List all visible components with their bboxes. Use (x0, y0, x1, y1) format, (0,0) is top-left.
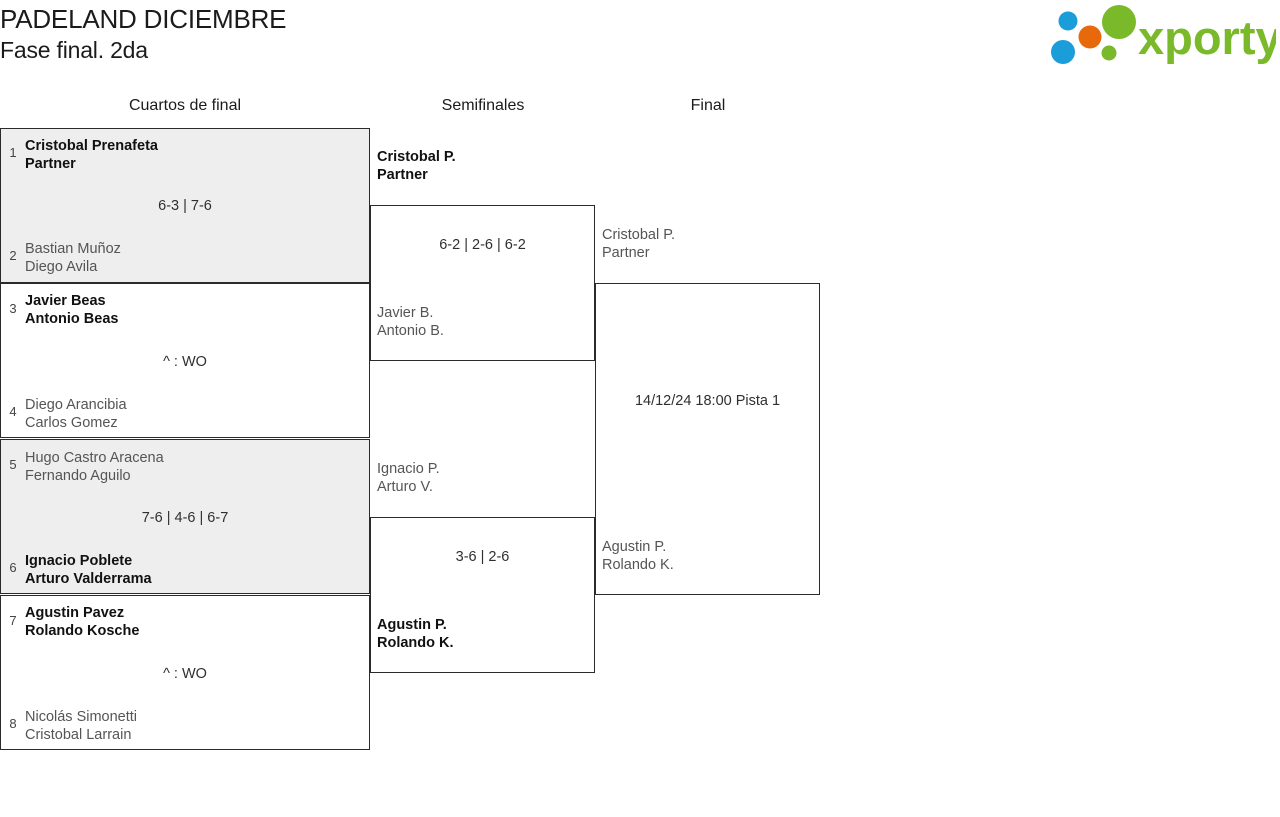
team-sf2-bottom[interactable]: Agustin P. Rolando K. (377, 616, 454, 652)
seed-number: 1 (9, 145, 17, 160)
team-sf2-top[interactable]: Ignacio P. Arturo V. (377, 460, 440, 496)
round-header-quarterfinals: Cuartos de final (128, 97, 242, 114)
player-name: Antonio Beas (25, 311, 119, 327)
match-box-final[interactable] (595, 283, 820, 595)
player-name: Rolando K. (377, 635, 454, 651)
team-qf1-top[interactable]: Cristobal Prenafeta Partner (25, 137, 158, 173)
result-qf3: 7-6 | 4-6 | 6-7 (141, 510, 229, 526)
player-name: Rolando K. (602, 557, 674, 573)
team-sf1-bottom[interactable]: Javier B. Antonio B. (377, 304, 444, 340)
result-qf4: ^ : WO (163, 666, 207, 682)
player-name: Agustin Pavez (25, 605, 125, 621)
player-name: Antonio B. (377, 323, 444, 339)
player-name: Partner (602, 245, 650, 261)
match-box-qf3[interactable] (0, 439, 370, 594)
player-name: Cristobal Prenafeta (25, 138, 158, 154)
result-sf1: 6-2 | 2-6 | 6-2 (439, 237, 526, 253)
match-box-qf2[interactable] (0, 283, 370, 438)
tournament-name: PADELAND DICIEMBRE (0, 4, 287, 34)
player-name: Arturo Valderrama (25, 571, 152, 587)
team-qf2-bottom[interactable]: Diego Arancibia Carlos Gomez (25, 396, 127, 432)
round-header-final: Final (690, 97, 726, 114)
team-qf3-top[interactable]: Hugo Castro Aracena Fernando Aguilo (25, 449, 164, 485)
player-name: Nicolás Simonetti (25, 709, 138, 725)
player-name: Carlos Gomez (25, 415, 118, 431)
match-box-sf1[interactable] (370, 205, 595, 361)
seed-number: 7 (9, 613, 17, 628)
seed-number: 5 (9, 457, 17, 472)
player-name: Ignacio Poblete (25, 553, 133, 569)
player-name: Agustin P. (377, 617, 447, 633)
player-name: Hugo Castro Aracena (25, 450, 164, 466)
match-box-qf4[interactable] (0, 595, 370, 750)
team-qf2-top[interactable]: Javier Beas Antonio Beas (25, 292, 118, 328)
player-name: Javier Beas (25, 293, 106, 309)
seed-number: 6 (9, 560, 17, 575)
player-name: Cristobal Larrain (25, 727, 132, 743)
team-qf4-bottom[interactable]: Nicolás Simonetti Cristobal Larrain (25, 708, 137, 744)
match-box-sf2[interactable] (370, 517, 595, 673)
player-name: Arturo V. (377, 479, 433, 495)
team-qf3-bottom[interactable]: Ignacio Poblete Arturo Valderrama (25, 552, 152, 588)
seed-number: 4 (9, 404, 17, 419)
logo-wordmark: xporty (1138, 11, 1276, 64)
seed-number: 8 (9, 716, 17, 731)
logo-dots-icon (1051, 5, 1136, 64)
player-name: Fernando Aguilo (25, 468, 131, 484)
player-name: Bastian Muñoz (25, 241, 121, 257)
xporty-logo[interactable]: xporty (1046, 4, 1276, 70)
player-name: Partner (25, 156, 76, 172)
team-sf1-top[interactable]: Cristobal P. Partner (377, 148, 456, 184)
player-name: Diego Arancibia (25, 397, 127, 413)
result-qf2: ^ : WO (163, 354, 207, 370)
player-name: Agustin P. (602, 539, 667, 555)
match-box-qf1[interactable] (0, 128, 370, 283)
round-header-semifinals: Semifinales (441, 97, 525, 114)
page-title: PADELAND DICIEMBRE Fase final. 2da (0, 0, 900, 65)
player-name: Diego Avila (25, 259, 98, 275)
team-qf4-top[interactable]: Agustin Pavez Rolando Kosche (25, 604, 139, 640)
team-final-bottom[interactable]: Agustin P. Rolando K. (602, 538, 674, 574)
phase-name: Fase final. 2da (0, 37, 148, 63)
team-final-top[interactable]: Cristobal P. Partner (602, 226, 675, 262)
player-name: Cristobal P. (602, 227, 676, 243)
player-name: Javier B. (377, 305, 434, 321)
player-name: Rolando Kosche (25, 623, 140, 639)
result-sf2: 3-6 | 2-6 (455, 549, 510, 565)
player-name: Cristobal P. (377, 149, 456, 165)
player-name: Partner (377, 167, 428, 183)
final-schedule: 14/12/24 18:00 Pista 1 (634, 393, 781, 409)
team-qf1-bottom[interactable]: Bastian Muñoz Diego Avila (25, 240, 121, 276)
player-name: Ignacio P. (377, 461, 440, 477)
seed-number: 3 (9, 301, 17, 316)
result-qf1: 6-3 | 7-6 (158, 198, 212, 214)
seed-number: 2 (9, 248, 17, 263)
